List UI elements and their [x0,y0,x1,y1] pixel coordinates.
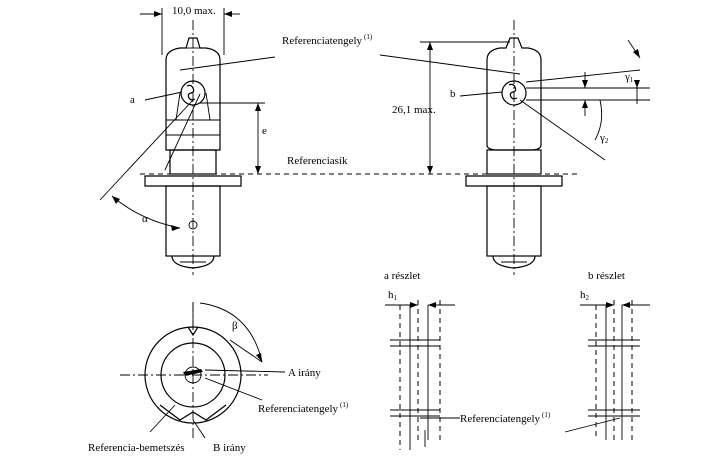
alpha-angle-label: α [142,213,148,225]
left-lamp-drawing [99,8,276,275]
b-label: b [450,88,456,100]
gamma2-label: γ2 [599,132,609,145]
ref-axis-mid-label: Referenciatengely(1) [258,401,349,415]
beta-label: β [232,320,238,332]
detail-b-title: b részlet [588,270,625,282]
h2-label: h2 [580,289,590,302]
a-label: a [130,94,135,106]
right-lamp-drawing [379,20,650,275]
reference-notch-label: Referencia-bemetszés [88,442,185,454]
width-dimension-label: 10,0 max. [172,5,216,17]
top-view-drawing [120,302,286,440]
detail-a-drawing [385,300,460,450]
gamma1-label: γ1 [624,71,634,84]
a-direction-label: A irány [288,367,321,379]
reference-plane-label: Referenciasík [287,155,348,167]
e-dimension-label: e [262,125,267,137]
ref-axis-top-label: Referenciatengely(1) [282,33,373,47]
ref-axis-bottom-label: Referenciatengely(1) [460,411,551,425]
height-dimension-label: 26,1 max. [392,104,436,116]
detail-b-drawing [564,300,650,440]
detail-a-title: a részlet [384,270,420,282]
h1-label: h1 [388,289,398,302]
b-direction-label: B irány [213,442,246,454]
